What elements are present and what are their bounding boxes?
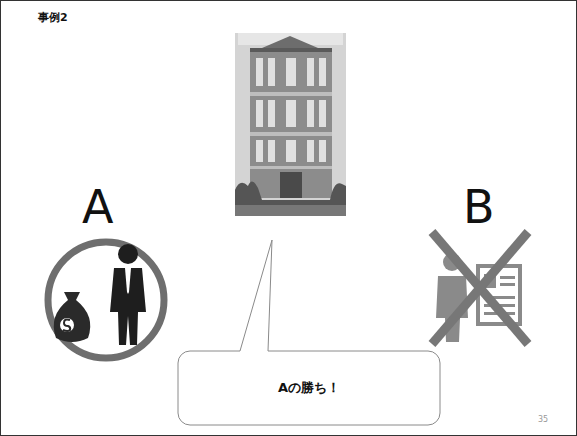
approved-circle bbox=[48, 242, 164, 358]
speech-bubble: Aの勝ち！ bbox=[178, 351, 440, 425]
bubble-text: Aの勝ち！ bbox=[278, 379, 340, 397]
rejected-icon bbox=[432, 232, 528, 344]
person-icon bbox=[110, 244, 146, 345]
money-bag-icon bbox=[54, 292, 91, 342]
page-number: 35 bbox=[538, 416, 548, 425]
party-letter: A bbox=[82, 182, 113, 233]
speech-bubble-outline bbox=[178, 240, 440, 425]
building-photo bbox=[235, 33, 346, 216]
slide-title: 事例2 bbox=[38, 12, 68, 24]
party-letter: B bbox=[463, 182, 495, 233]
